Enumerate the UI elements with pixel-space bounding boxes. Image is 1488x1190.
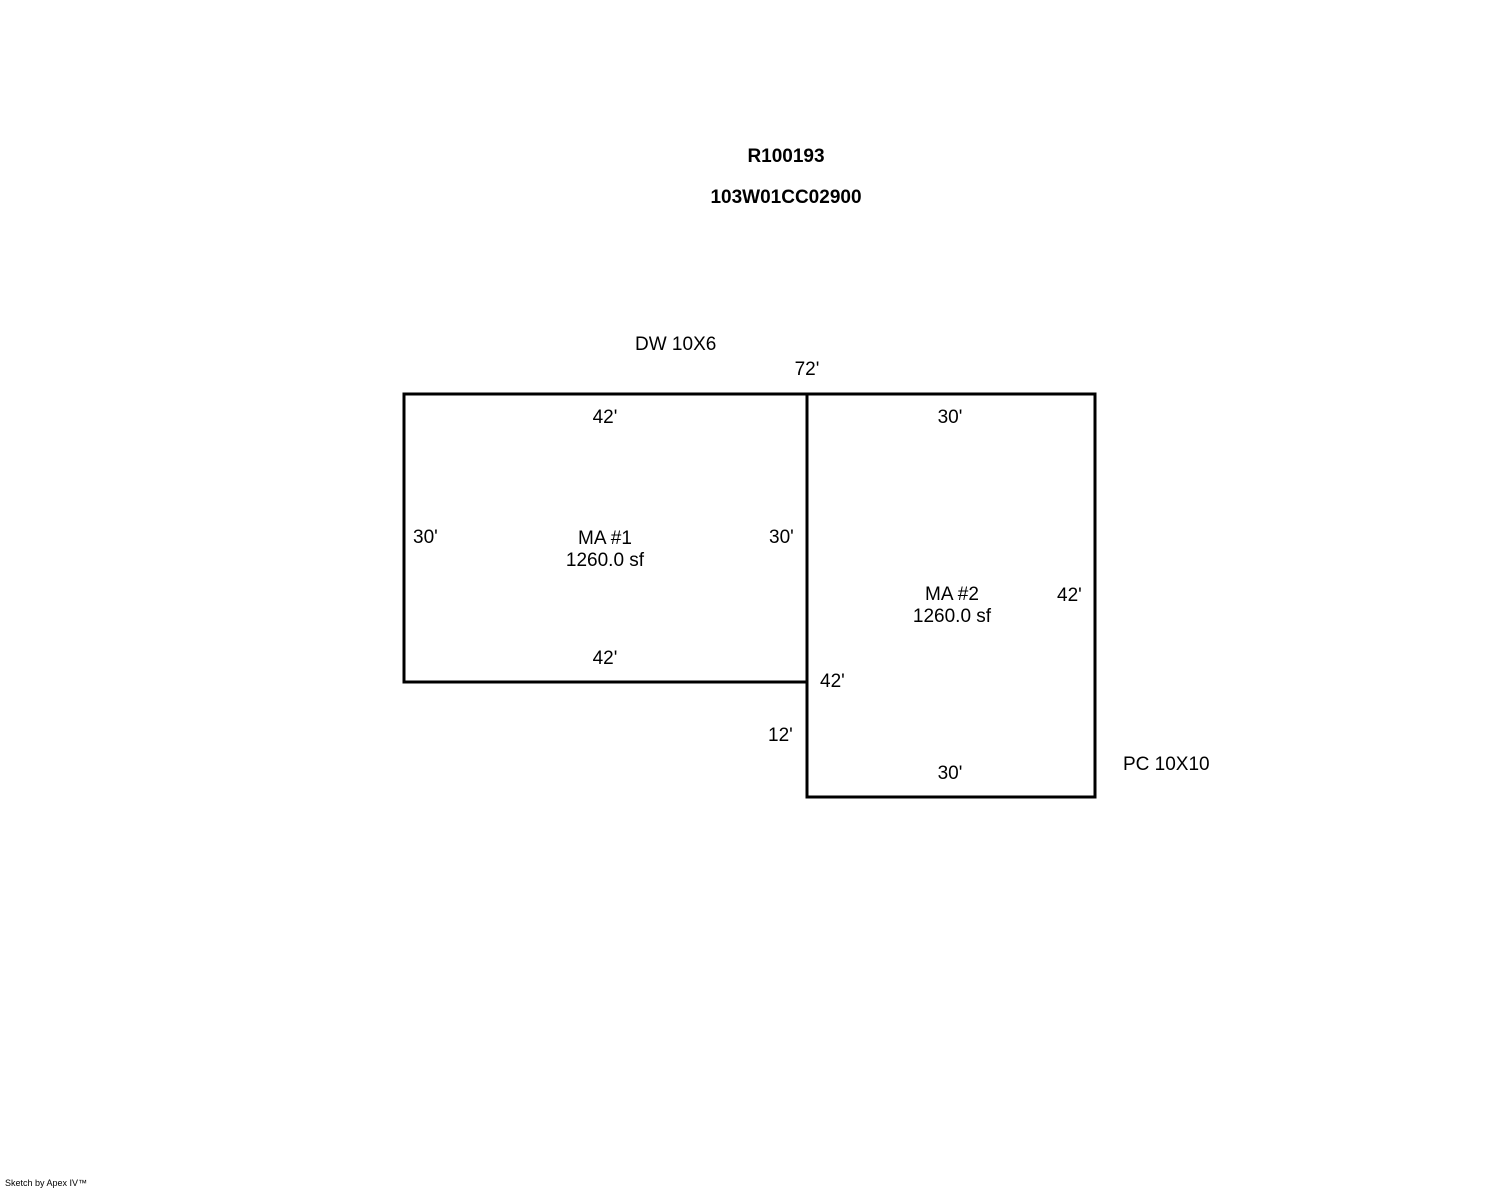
ma2-dim-bottom: 30': [937, 763, 963, 784]
ma2-outline: [805, 392, 1097, 799]
ma2-dim-right: 42': [1057, 585, 1082, 606]
ma2-dim-top: 30': [937, 407, 963, 428]
ma1-dim-left: 30': [413, 527, 438, 548]
porch-label: PC 10X10: [1123, 754, 1210, 775]
driveway-label: DW 10X6: [635, 334, 717, 355]
sketch-credit: Sketch by Apex IV™: [5, 1178, 88, 1188]
ma2-name: MA #2: [925, 584, 979, 605]
ma2-area: 1260.0 sf: [912, 606, 992, 627]
ma1-dim-right: 30': [769, 527, 794, 548]
map-number: 103W01CC02900: [710, 187, 862, 208]
ma1-dim-top: 42': [592, 407, 618, 428]
ma2-area-label: MA #2 1260.0 sf: [913, 584, 991, 628]
ma1-area-label: MA #1 1260.0 sf: [566, 528, 644, 572]
ma2-dim-left-lower: 12': [768, 725, 793, 746]
overall-width-label: 72': [794, 359, 820, 380]
ma2-dim-left-upper: 42': [820, 671, 845, 692]
ma1-name: MA #1: [578, 528, 632, 549]
parcel-id: R100193: [747, 146, 825, 167]
ma1-dim-bottom: 42': [592, 648, 618, 669]
ma1-area: 1260.0 sf: [565, 550, 645, 571]
